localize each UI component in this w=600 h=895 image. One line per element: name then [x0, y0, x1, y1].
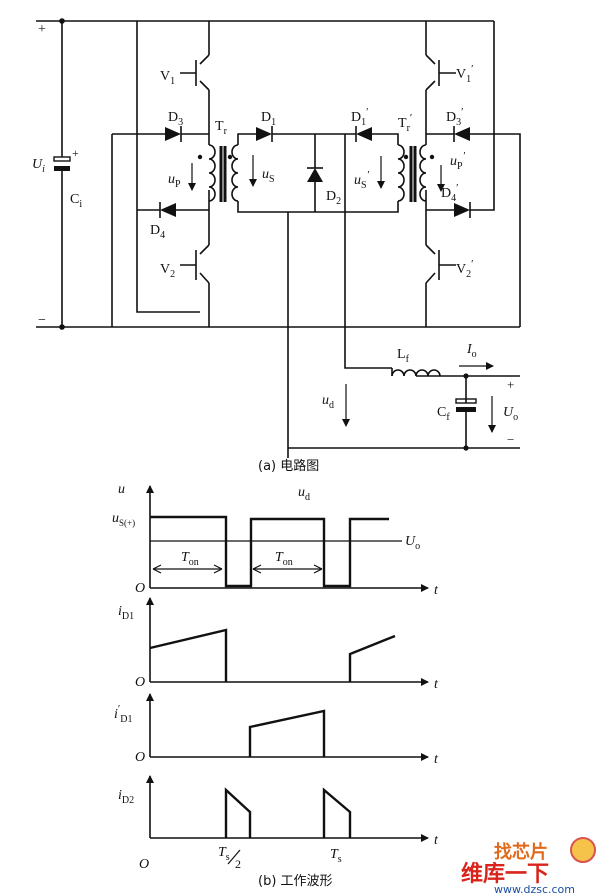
- label-id1-prime: i′D1: [114, 703, 133, 725]
- output-minus-label: −: [507, 432, 514, 447]
- label-d1: D1: [261, 110, 276, 128]
- label-v2: V2: [160, 262, 175, 280]
- igbt-v2: [180, 244, 210, 284]
- label-tr-prime: Tr′: [398, 112, 412, 134]
- transformer-tr-prime: D1′ uS′ Tr′ uP′: [344, 106, 466, 369]
- node-dot: [463, 445, 469, 451]
- label-ui: Ui: [32, 157, 45, 175]
- id1-waveform: [149, 628, 396, 682]
- label-v1-prime: V1′: [456, 63, 474, 85]
- polarity-dot: [403, 154, 409, 160]
- cap-polarity-plus: +: [72, 146, 79, 160]
- t-label-1: t: [434, 583, 439, 598]
- igbt-v1: [180, 54, 210, 91]
- label-id1: iD1: [118, 604, 134, 622]
- watermark-logo: 找芯片 维库一下 www.dzsc.com: [461, 837, 596, 895]
- label-d3-prime: D3′: [446, 106, 464, 128]
- label-us: uS: [262, 167, 275, 185]
- label-tr: Tr: [215, 119, 228, 137]
- polarity-dot: [429, 154, 435, 160]
- t-label-3: t: [434, 752, 439, 767]
- label-ts: Ts: [330, 847, 342, 865]
- left-half-bridge: V1 V2 D3 uP D4: [111, 21, 216, 327]
- mascot-icon: [570, 837, 596, 863]
- inductor-lf: [391, 369, 441, 377]
- waveform-diagram: u ud uS(+) Uo Ton Ton O t iD1 O t i′D1 O…: [112, 482, 439, 889]
- label-ton-1: Ton: [181, 550, 199, 568]
- label-ton-2: Ton: [275, 550, 293, 568]
- label-ud-wave: ud: [298, 485, 310, 503]
- label-id2: iD2: [118, 788, 134, 806]
- label-d2: D2: [326, 189, 341, 207]
- secondary-winding-left: [231, 144, 239, 202]
- label-lf: Lf: [397, 347, 410, 365]
- origin-label-2: O: [135, 675, 145, 690]
- primary-winding-left: [208, 144, 216, 202]
- label-d3: D3: [168, 110, 183, 128]
- circuit-diagram: + − + Ui Ci V1 V2 D3: [32, 18, 521, 474]
- label-d4-prime: D4′: [441, 182, 459, 204]
- label-uo: Uo: [503, 405, 518, 423]
- output-capacitor-cf: [455, 398, 477, 404]
- positive-terminal-label: +: [38, 22, 46, 37]
- input-capacitor-ci: + Ui Ci: [32, 21, 82, 327]
- label-us-level: uS(+): [112, 511, 135, 528]
- t-label-2: t: [434, 677, 439, 692]
- diode-d3: [165, 127, 181, 141]
- origin-label-4: O: [139, 857, 149, 872]
- polarity-dot: [197, 154, 203, 160]
- id2-waveform: [224, 787, 352, 838]
- label-up-prime: uP′: [450, 150, 466, 172]
- diode-d1-prime: [356, 127, 372, 141]
- label-cf: Cf: [437, 405, 450, 423]
- polarity-dot: [227, 154, 233, 160]
- label-v2-prime: V2′: [456, 258, 474, 280]
- label-uo-level: Uo: [405, 534, 420, 552]
- label-v1: V1: [160, 69, 175, 87]
- origin-label-3: O: [135, 750, 145, 765]
- label-ts-half: Ts: [218, 845, 230, 863]
- id1-prime-waveform: [248, 709, 326, 757]
- watermark-badge: 维库一下: [461, 861, 549, 887]
- label-ts-half-den: 2: [235, 857, 241, 871]
- label-ud: ud: [322, 393, 334, 411]
- diode-d2: [307, 168, 323, 182]
- watermark-top: 找芯片: [494, 841, 548, 863]
- waveform-caption: (b) 工作波形: [258, 874, 333, 889]
- primary-winding-right: [419, 144, 427, 202]
- origin-label-1: O: [135, 581, 145, 596]
- igbt-v2-prime: [425, 244, 456, 284]
- diode-d4-prime: [454, 203, 470, 217]
- transformer-tr: Tr D1 uS: [215, 110, 345, 213]
- label-d4: D4: [150, 223, 165, 241]
- diode-d1: [256, 127, 272, 141]
- right-half-bridge: V1′ V2′ D3′ D4′: [425, 21, 521, 327]
- secondary-winding-right: [397, 144, 405, 202]
- output-filter: Lf Io Cf + − Uo ud: [288, 342, 520, 451]
- ud-waveform: [150, 515, 389, 588]
- label-ci: Ci: [70, 192, 82, 210]
- igbt-v1-prime: [425, 54, 456, 91]
- label-io: Io: [466, 342, 477, 360]
- diode-d4: [160, 203, 176, 217]
- label-us-prime: uS′: [354, 169, 370, 191]
- output-plus-label: +: [507, 377, 514, 392]
- label-up: uP: [168, 172, 181, 190]
- freewheel-diode-d2: D2: [287, 134, 341, 458]
- circuit-caption: (a) 电路图: [258, 458, 319, 474]
- label-u-axis: u: [118, 482, 125, 497]
- t-label-4: t: [434, 833, 439, 848]
- diode-d3-prime: [454, 127, 470, 141]
- negative-terminal-label: −: [38, 313, 46, 328]
- label-d1-prime: D1′: [351, 106, 369, 128]
- watermark-url: www.dzsc.com: [494, 883, 575, 895]
